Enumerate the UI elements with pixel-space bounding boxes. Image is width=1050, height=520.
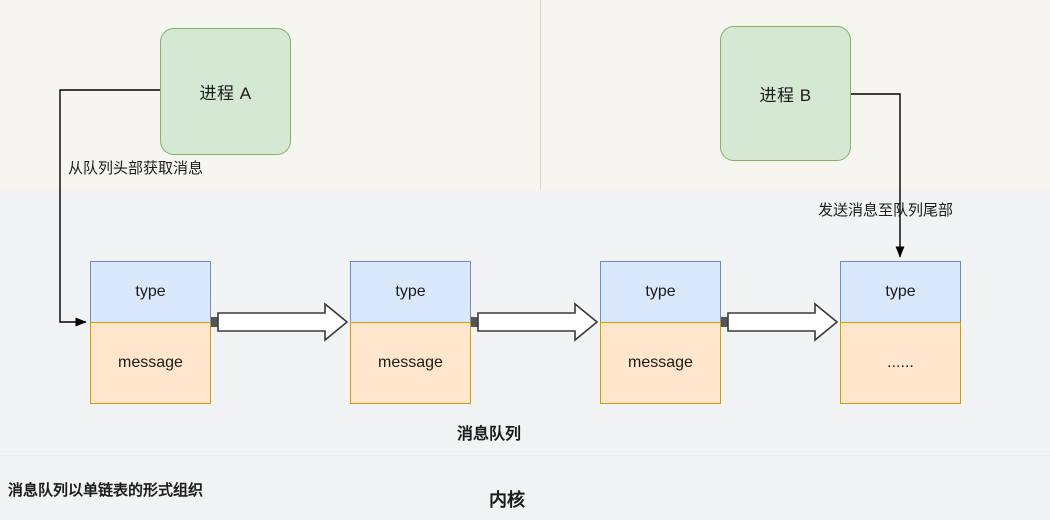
queue-node-message-label: message	[378, 354, 443, 371]
queue-structure-note: 消息队列以单链表的形式组织	[8, 482, 204, 499]
queue-node[interactable]: type message	[90, 261, 211, 404]
receive-edge-label: 从队列头部获取消息	[68, 160, 204, 177]
queue-node-message-cell: message	[350, 322, 471, 404]
process-b-label: 进程 B	[759, 86, 812, 105]
queue-node-type-label: type	[135, 283, 166, 300]
queue-node-type-cell: type	[350, 261, 471, 323]
send-edge-label: 发送消息至队列尾部	[818, 202, 954, 219]
queue-link-arrow	[471, 302, 599, 342]
kernel-title-label: 内核	[489, 490, 525, 510]
queue-node-type-label: type	[885, 283, 916, 300]
queue-link-arrow	[721, 302, 839, 342]
queue-node-message-label: message	[118, 354, 183, 371]
queue-node-type-label: type	[395, 283, 426, 300]
queue-link-arrow	[211, 302, 349, 342]
queue-node-message-cell: message	[600, 322, 721, 404]
process-a-box[interactable]: 进程 A	[160, 28, 291, 155]
queue-node-type-cell: type	[90, 261, 211, 323]
queue-title-label: 消息队列	[457, 426, 522, 443]
queue-node-type-cell: type	[840, 261, 961, 323]
queue-node-message-cell: message	[90, 322, 211, 404]
queue-node-message-label: ......	[887, 354, 914, 371]
kernel-panel-divider	[0, 455, 1050, 456]
queue-node[interactable]: type message	[350, 261, 471, 404]
send-connector	[851, 93, 905, 258]
process-b-box[interactable]: 进程 B	[720, 26, 851, 161]
queue-node-message-label: message	[628, 354, 693, 371]
queue-node[interactable]: type message	[600, 261, 721, 404]
queue-node-message-cell: ......	[840, 322, 961, 404]
queue-node[interactable]: type ......	[840, 261, 961, 404]
queue-node-type-label: type	[645, 283, 676, 300]
receive-connector	[59, 89, 160, 327]
process-a-label: 进程 A	[199, 84, 252, 103]
